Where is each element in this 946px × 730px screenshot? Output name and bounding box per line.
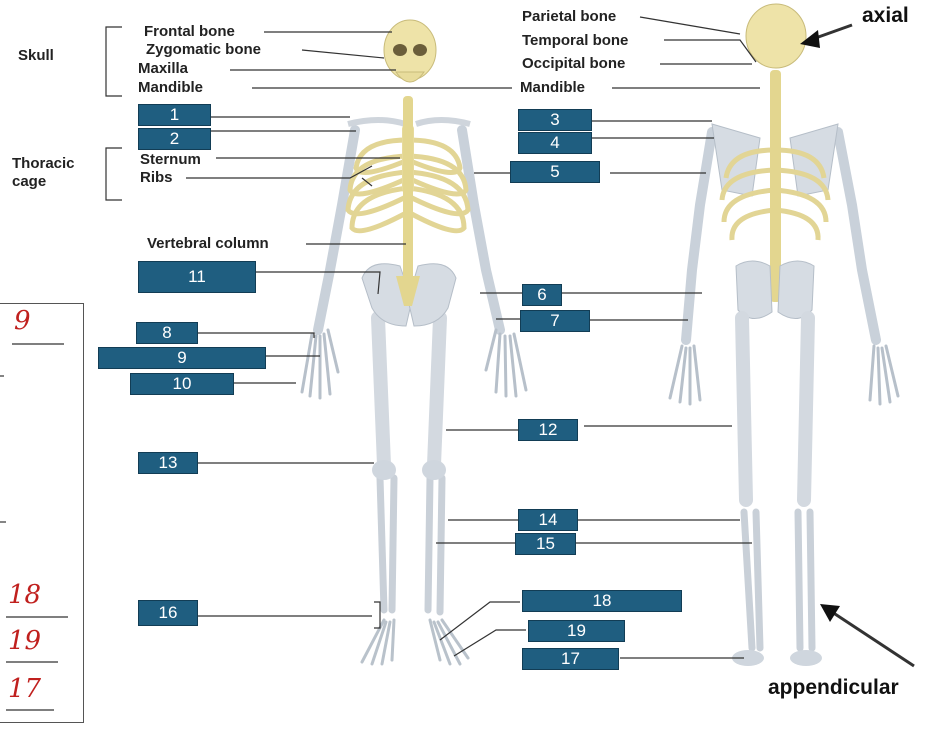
label-box-17[interactable]: 17 [522, 648, 619, 670]
handwritten-answer-9: 9 [14, 306, 31, 336]
axial-label: axial [862, 4, 909, 27]
label-box-8[interactable]: 8 [136, 322, 198, 344]
zygomatic-bone-label: Zygomatic bone [146, 41, 262, 58]
label-box-7[interactable]: 7 [520, 310, 590, 332]
skull-group-label: Skull [18, 47, 54, 64]
label-box-16[interactable]: 16 [138, 600, 198, 626]
thoracic-label-line1: Thoracic [12, 155, 75, 172]
posterior-skeleton [668, 3, 900, 666]
vertebral-column-label: Vertebral column [147, 235, 269, 252]
handwritten-answer-19: 19 [8, 626, 42, 656]
label-box-14[interactable]: 14 [518, 509, 578, 531]
sternum-label: Sternum [140, 151, 201, 168]
anterior-skeleton [300, 19, 528, 666]
appendicular-label: appendicular [768, 676, 899, 699]
label-box-13[interactable]: 13 [138, 452, 198, 474]
thoracic-cage-label: Thoracic cage [12, 155, 75, 191]
arrowheads [800, 30, 840, 622]
thoracic-label-line2: cage [12, 173, 47, 190]
temporal-bone-label: Temporal bone [522, 32, 629, 49]
label-box-5[interactable]: 5 [510, 161, 600, 183]
mandible-posterior-label: Mandible [520, 79, 586, 96]
label-box-15[interactable]: 15 [515, 533, 576, 555]
frontal-bone-label: Frontal bone [144, 23, 235, 40]
label-box-18[interactable]: 18 [522, 590, 682, 612]
occipital-bone-label: Occipital bone [522, 55, 626, 72]
label-box-1[interactable]: 1 [138, 104, 211, 126]
handwritten-answer-18: 18 [8, 580, 42, 610]
label-box-6[interactable]: 6 [522, 284, 562, 306]
ribs-label: Ribs [140, 169, 173, 186]
label-box-10[interactable]: 10 [130, 373, 234, 395]
maxilla-label: Maxilla [138, 60, 189, 77]
parietal-bone-label: Parietal bone [522, 8, 617, 25]
label-box-19[interactable]: 19 [528, 620, 625, 642]
label-box-4[interactable]: 4 [518, 132, 592, 154]
label-box-12[interactable]: 12 [518, 419, 578, 441]
label-box-2[interactable]: 2 [138, 128, 211, 150]
handwritten-answer-17: 17 [8, 674, 42, 704]
mandible-anterior-label: Mandible [138, 79, 204, 96]
label-box-11[interactable]: 11 [138, 261, 256, 293]
label-box-3[interactable]: 3 [518, 109, 592, 131]
answer-side-panel [0, 303, 84, 723]
label-box-9[interactable]: 9 [98, 347, 266, 369]
